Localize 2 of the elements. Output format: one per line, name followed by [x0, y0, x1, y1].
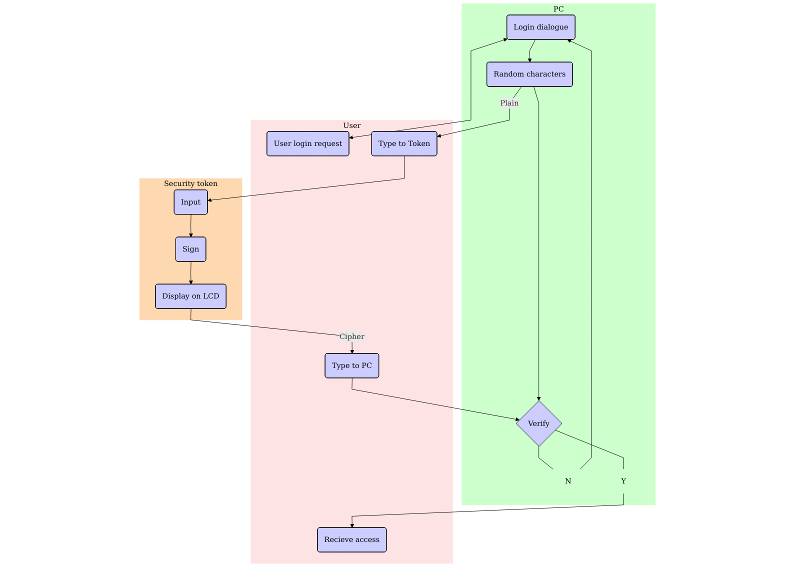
connector: [554, 430, 624, 470]
connector: [538, 446, 554, 470]
